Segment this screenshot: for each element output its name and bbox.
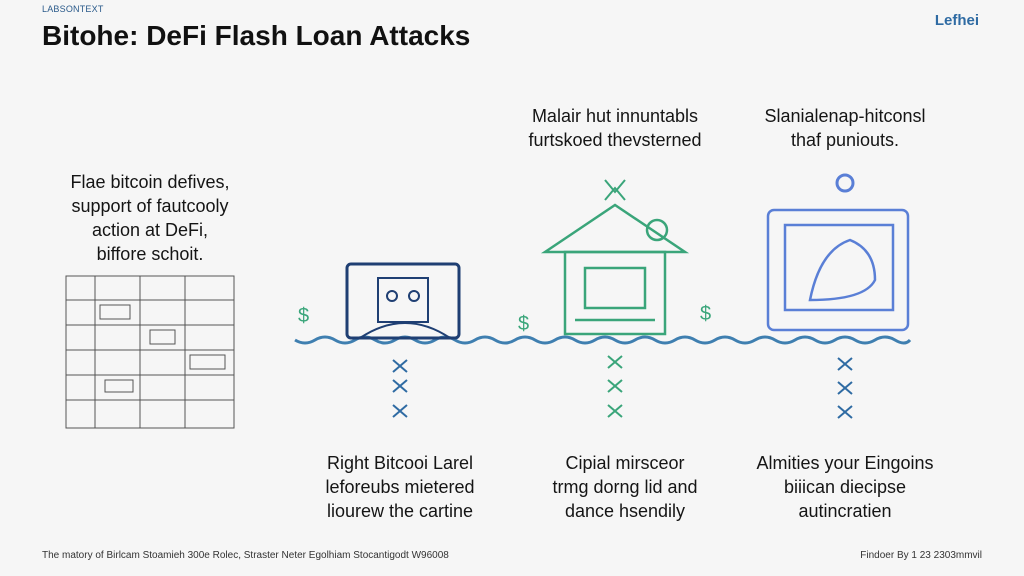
footer-left: The matory of Birlcam Stoamieh 300e Role… [42,550,449,561]
temple-icon [540,179,690,336]
text-line: action at DeFi, [91,220,209,240]
text-line: thaf puniouts. [790,130,900,150]
text-line: dance hsendily [564,501,686,521]
label-tag: LABSONTEXT [42,4,104,14]
dollar-icon: $ [298,305,309,327]
safe-vault-icon [766,173,910,332]
text-line: Malair hut innuntabls [531,106,699,126]
top-caption-1: Malair hut innuntabls furtskoed thevster… [495,104,735,152]
footer-right: Findoer By 1 23 2303mmvil [860,550,982,561]
text-line: Slanialenap-hitconsl [764,106,926,126]
dollar-icon: $ [700,303,711,325]
top-caption-2: Slanialenap-hitconsl thaf puniouts. [725,104,965,152]
text-line: Almities your Eingoins [756,453,934,473]
page-title: Bitohe: DeFi Flash Loan Attacks [42,20,471,51]
text-line: liourew the cartine [326,501,474,521]
text-line: support of fautcooly [71,196,229,216]
logo: Lefhei [934,12,979,29]
text-line: autincratien [798,501,892,521]
text-line: furtskoed thevsterned [528,130,702,150]
dollar-icon: $ [518,313,529,335]
bottom-caption-1: Right Bitcooi Larel leforeubs mietered l… [280,451,520,523]
link-chain-icons [392,355,853,419]
text-line: Cipial mirsceor [565,453,685,473]
text-line: Flae bitcoin defives, [70,172,230,192]
text-line: biffore schoit. [96,244,204,264]
left-description: Flae bitcoin defives, support of fautcoo… [40,170,260,266]
dollar-icons: $ $ $ [298,303,711,335]
text-line: leforeubs mietered [325,477,475,497]
text-line: biiican diecipse [783,477,907,497]
sketch-table-icon [65,275,235,429]
bottom-caption-2: Cipial mirsceor trmg dorng lid and dance… [505,451,745,523]
bottom-caption-3: Almities your Eingoins biiican diecipse … [725,451,965,523]
monitor-face-icon [345,262,461,340]
text-line: Right Bitcooi Larel [326,453,474,473]
text-line: trmg dorng lid and [552,477,698,497]
